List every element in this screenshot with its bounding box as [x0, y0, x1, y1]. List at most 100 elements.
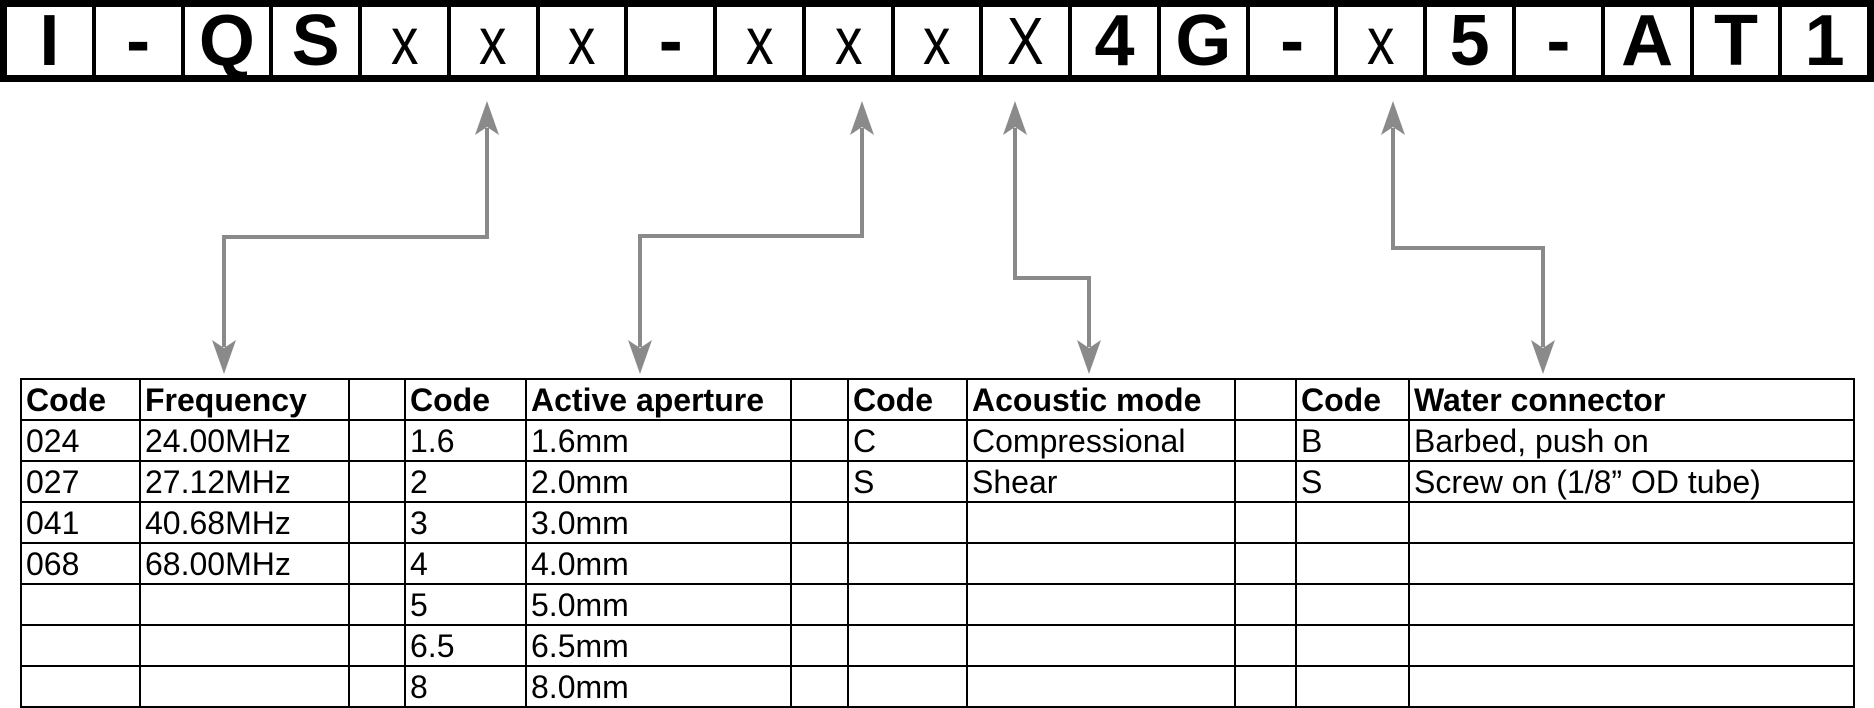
- code-box-11: x: [894, 7, 980, 75]
- fixed-char: G: [1175, 7, 1232, 75]
- aperture-row6-value: 6.5mm: [525, 624, 792, 667]
- spacer-cell: [1234, 624, 1297, 667]
- spacer-cell: [790, 624, 849, 667]
- aperture-row1-code: 1.6: [404, 419, 527, 462]
- acoustic-empty-cell: [966, 665, 1236, 708]
- fixed-char: Q: [198, 7, 255, 75]
- frequency-row2-value: 27.12MHz: [139, 460, 350, 503]
- water-code-header: Code: [1295, 378, 1410, 421]
- aperture-row3-value: 3.0mm: [525, 501, 792, 544]
- code-box-7: x: [539, 7, 625, 75]
- aperture-row7-code: 8: [404, 665, 527, 708]
- acoustic-empty-cell: [847, 501, 968, 544]
- arrowhead-down-icon: [1077, 340, 1101, 374]
- arrowhead-down-icon: [1531, 340, 1555, 374]
- frequency-value-header: Frequency: [139, 378, 350, 421]
- arrow-to-acoustic-table: [1003, 101, 1101, 374]
- placeholder-char: x: [834, 7, 863, 75]
- water-empty-cell: [1295, 501, 1410, 544]
- aperture-row7-value: 8.0mm: [525, 665, 792, 708]
- fixed-char: S: [291, 7, 340, 75]
- placeholder-char: x: [745, 7, 774, 75]
- spacer-cell: [348, 542, 406, 585]
- water-empty-cell: [1408, 542, 1855, 585]
- acoustic-value-header: Acoustic mode: [966, 378, 1236, 421]
- arrowhead-up-icon: [1381, 101, 1405, 135]
- arrow-to-water-table: [1381, 101, 1555, 374]
- frequency-row4-code: 068: [20, 542, 141, 585]
- spacer-cell: [790, 583, 849, 626]
- code-box-1: I: [7, 7, 92, 75]
- frequency-row1-code: 024: [20, 419, 141, 462]
- aperture-value-header: Active aperture: [525, 378, 792, 421]
- acoustic-empty-cell: [847, 665, 968, 708]
- water-empty-cell: [1408, 583, 1855, 626]
- spacer-cell: [348, 460, 406, 503]
- code-box-4: S: [273, 7, 359, 75]
- acoustic-empty-cell: [966, 583, 1236, 626]
- code-box-14: G: [1160, 7, 1246, 75]
- fixed-char: A: [1621, 7, 1674, 75]
- code-box-18: -: [1516, 7, 1601, 75]
- water-row1-code: B: [1295, 419, 1410, 462]
- frequency-row3-value: 40.68MHz: [139, 501, 350, 544]
- code-box-3: Q: [184, 7, 270, 75]
- code-box-10: x: [805, 7, 891, 75]
- placeholder-char: X: [1007, 7, 1045, 75]
- acoustic-empty-cell: [847, 583, 968, 626]
- frequency-empty-cell: [20, 624, 141, 667]
- spacer-cell: [790, 542, 849, 585]
- aperture-row2-value: 2.0mm: [525, 460, 792, 503]
- fixed-char: 1: [1804, 7, 1845, 75]
- arrowhead-up-icon: [1003, 101, 1027, 135]
- fixed-char: 5: [1449, 7, 1490, 75]
- fixed-char: -: [1546, 7, 1571, 75]
- code-box-21: 1: [1782, 7, 1868, 75]
- spacer-cell: [1234, 460, 1297, 503]
- spacer-cell: [1234, 378, 1297, 421]
- fixed-char: T: [1713, 7, 1758, 75]
- acoustic-row2-code: S: [847, 460, 968, 503]
- code-box-12: X: [983, 7, 1069, 75]
- spacer-cell: [348, 624, 406, 667]
- aperture-row5-code: 5: [404, 583, 527, 626]
- spacer-cell: [348, 419, 406, 462]
- frequency-empty-cell: [20, 665, 141, 708]
- spacer-cell: [790, 665, 849, 708]
- spacer-cell: [1234, 665, 1297, 708]
- fixed-char: -: [126, 7, 151, 75]
- placeholder-char: x: [568, 7, 596, 75]
- code-box-5: x: [362, 7, 447, 75]
- arrow-to-aperture-table: [628, 101, 874, 374]
- acoustic-empty-cell: [847, 542, 968, 585]
- acoustic-empty-cell: [966, 542, 1236, 585]
- arrow-to-frequency-table: [212, 101, 499, 374]
- spacer-cell: [1234, 542, 1297, 585]
- aperture-row6-code: 6.5: [404, 624, 527, 667]
- fixed-char: I: [39, 7, 60, 75]
- aperture-row2-code: 2: [404, 460, 527, 503]
- frequency-empty-cell: [139, 624, 350, 667]
- spacer-cell: [790, 460, 849, 503]
- placeholder-char: x: [390, 7, 419, 75]
- water-row1-value: Barbed, push on: [1408, 419, 1855, 462]
- spacer-cell: [790, 419, 849, 462]
- frequency-row2-code: 027: [20, 460, 141, 503]
- arrowhead-down-icon: [212, 340, 236, 374]
- acoustic-empty-cell: [966, 501, 1236, 544]
- frequency-row1-value: 24.00MHz: [139, 419, 350, 462]
- water-empty-cell: [1408, 501, 1855, 544]
- code-box-20: T: [1693, 7, 1779, 75]
- code-box-2: -: [95, 7, 181, 75]
- frequency-empty-cell: [20, 583, 141, 626]
